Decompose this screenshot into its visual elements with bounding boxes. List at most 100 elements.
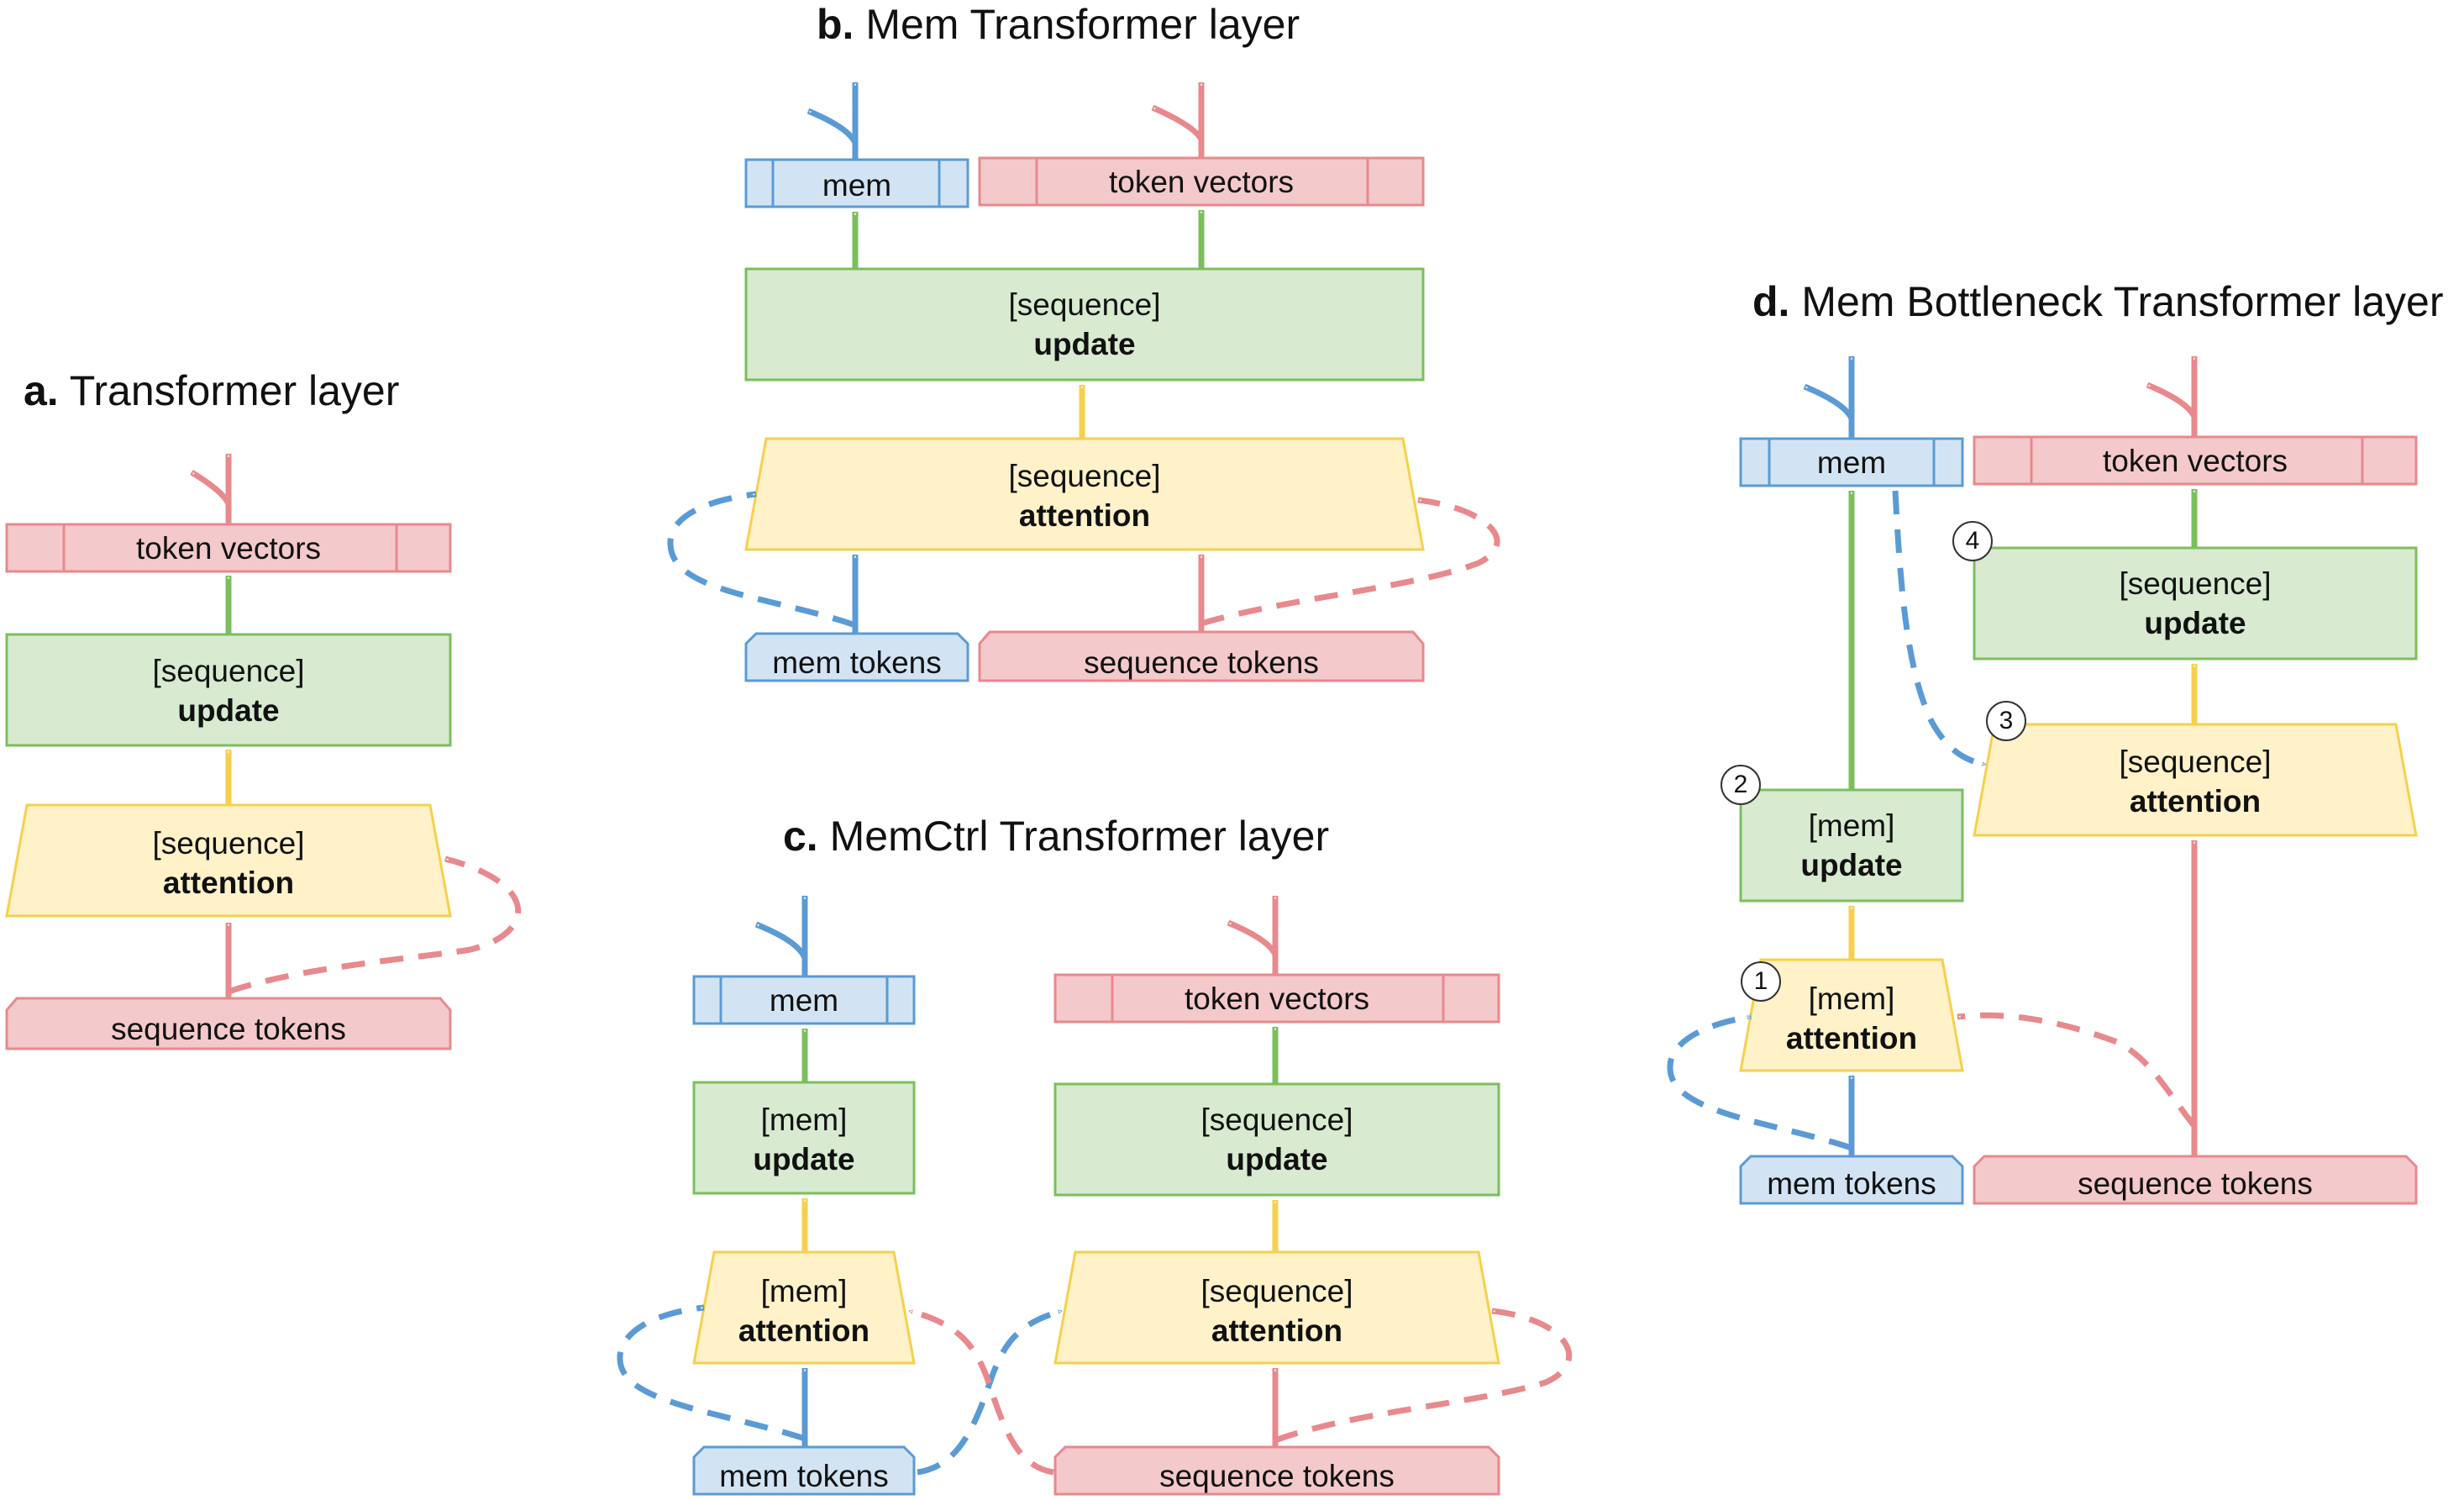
update-box-label: [sequence] update xyxy=(7,655,450,726)
update-box xyxy=(744,267,1425,382)
mem-attention-l1: [mem] xyxy=(1808,982,1895,1016)
attention-box xyxy=(5,803,452,918)
mem-tokens-label: mem tokens xyxy=(1767,1166,1936,1201)
mem-update-l2: update xyxy=(1800,848,1903,882)
update-l1: [sequence] xyxy=(1008,287,1161,322)
sequence-tokens-tab xyxy=(1053,1445,1500,1496)
panel-a-letter: a. xyxy=(24,367,59,414)
mem-loop-dashed xyxy=(667,491,857,629)
sequence-update-box xyxy=(1973,546,2418,661)
update-l2: update xyxy=(177,693,280,728)
sequence-tokens-tab xyxy=(978,630,1425,682)
mem-attention-l2: attention xyxy=(1785,1021,1918,1055)
sequence-update-l2: update xyxy=(1226,1142,1328,1176)
mem-update-label: [mem] update xyxy=(1741,810,1962,881)
token-vectors-label: token vectors xyxy=(1184,982,1370,1016)
sequence-attention-box xyxy=(1053,1250,1500,1365)
mem-loop-dashed xyxy=(1667,1013,1853,1151)
panel-a-title: a. Transformer layer xyxy=(24,366,399,415)
attention-l2: attention xyxy=(1018,498,1151,533)
token-output-branch xyxy=(1227,919,1279,956)
panel-d-letter: d. xyxy=(1752,278,1790,325)
attention-box-label: [sequence] attention xyxy=(746,461,1423,531)
mem-attention-label: [mem] attention xyxy=(1741,983,1962,1054)
sequence-attention-box xyxy=(1973,723,2418,837)
token-output-branch xyxy=(2146,382,2198,418)
panel-a xyxy=(5,454,522,1050)
mem-label: mem xyxy=(822,168,892,203)
token-vectors-strip xyxy=(1053,973,1500,1024)
mem-attention-box xyxy=(1739,958,1964,1072)
mem-update-label: [mem] update xyxy=(694,1104,914,1175)
token-vectors-label: token vectors xyxy=(135,531,322,566)
panel-b-title: b. Mem Transformer layer xyxy=(817,0,1300,49)
mem-strip xyxy=(744,158,969,208)
panel-c xyxy=(617,896,1573,1496)
mem-update-l2: update xyxy=(753,1142,855,1176)
mem-tokens-tab xyxy=(744,632,969,682)
panel-d-title: d. Mem Bottleneck Transformer layer xyxy=(1752,277,2443,326)
mem-attention-label: [mem] attention xyxy=(694,1276,914,1346)
sequence-loop-dashed xyxy=(1200,497,1500,627)
sequence-update-l1: [sequence] xyxy=(2119,566,2272,601)
update-l2: update xyxy=(1033,327,1136,361)
mem-strip xyxy=(1739,437,1964,487)
mem-to-sequence-attention-dashed xyxy=(917,1308,1063,1476)
mem-label: mem xyxy=(769,983,839,1018)
token-vectors-label: token vectors xyxy=(1108,165,1295,199)
mem-output-branch xyxy=(1803,383,1855,420)
mem-tokens-label: mem tokens xyxy=(772,645,942,680)
step-2-badge: 2 xyxy=(1721,765,1761,805)
output-arrow-branch xyxy=(190,470,232,506)
panel-c-title: c. MemCtrl Transformer layer xyxy=(783,812,1329,861)
sequence-attention-label: [sequence] attention xyxy=(1055,1276,1499,1346)
panel-c-letter: c. xyxy=(783,813,818,860)
step-3-badge: 3 xyxy=(1986,701,2026,741)
mem-loop-dashed xyxy=(617,1304,806,1442)
token-vectors-label: token vectors xyxy=(2102,444,2288,478)
mem-update-l1: [mem] xyxy=(760,1103,848,1137)
sequence-update-label: [sequence] update xyxy=(1974,568,2416,639)
token-vectors-strip xyxy=(978,156,1425,207)
panel-c-title-text: MemCtrl Transformer layer xyxy=(829,813,1330,860)
sequence-update-l1: [sequence] xyxy=(1200,1103,1353,1137)
attention-l1: [sequence] xyxy=(152,826,305,861)
sequence-attention-label: [sequence] attention xyxy=(1974,746,2416,817)
panel-a-title-text: Transformer layer xyxy=(69,367,400,414)
panel-b-letter: b. xyxy=(817,1,854,48)
sequence-attention-l2: attention xyxy=(1211,1313,1343,1348)
sequence-attention-l2: attention xyxy=(2129,784,2262,818)
sequence-update-label: [sequence] update xyxy=(1055,1104,1499,1175)
sequence-update-box xyxy=(1053,1082,1500,1197)
sequence-attention-l1: [sequence] xyxy=(1200,1274,1353,1308)
sequence-loop-dashed xyxy=(227,855,522,995)
sequence-tokens-tab xyxy=(1973,1155,2418,1205)
sequence-tokens-tab xyxy=(5,997,452,1050)
token-vectors-strip xyxy=(1973,435,2418,486)
sequence-update-l2: update xyxy=(2144,606,2246,640)
update-l1: [sequence] xyxy=(152,654,305,688)
update-box-label: [sequence] update xyxy=(746,289,1423,360)
mem-label: mem xyxy=(1816,445,1887,480)
sequence-attention-l1: [sequence] xyxy=(2119,745,2272,779)
panel-d-title-text: Mem Bottleneck Transformer layer xyxy=(1801,278,2444,325)
sequence-tokens-label: sequence tokens xyxy=(111,1012,346,1046)
mem-tokens-tab xyxy=(692,1445,916,1496)
sequence-tokens-label: sequence tokens xyxy=(1084,645,1319,680)
attention-box xyxy=(744,437,1425,551)
sequence-tokens-label: sequence tokens xyxy=(2078,1166,2313,1201)
panel-b-title-text: Mem Transformer layer xyxy=(865,1,1300,48)
sequence-tokens-label: sequence tokens xyxy=(1159,1459,1395,1493)
mem-attention-l2: attention xyxy=(738,1313,870,1348)
token-output-branch xyxy=(1151,104,1205,141)
mem-output-branch xyxy=(754,921,808,960)
attention-l2: attention xyxy=(162,866,295,900)
mem-attention-l1: [mem] xyxy=(760,1274,848,1308)
mem-strip xyxy=(692,975,916,1025)
mem-attention-box xyxy=(692,1250,916,1365)
sequence-to-mem-attention-dashed xyxy=(1957,1012,2197,1129)
mem-to-sequence-attention-dashed xyxy=(1892,490,1986,768)
mem-update-box xyxy=(692,1081,916,1195)
mem-update-l1: [mem] xyxy=(1808,808,1895,843)
